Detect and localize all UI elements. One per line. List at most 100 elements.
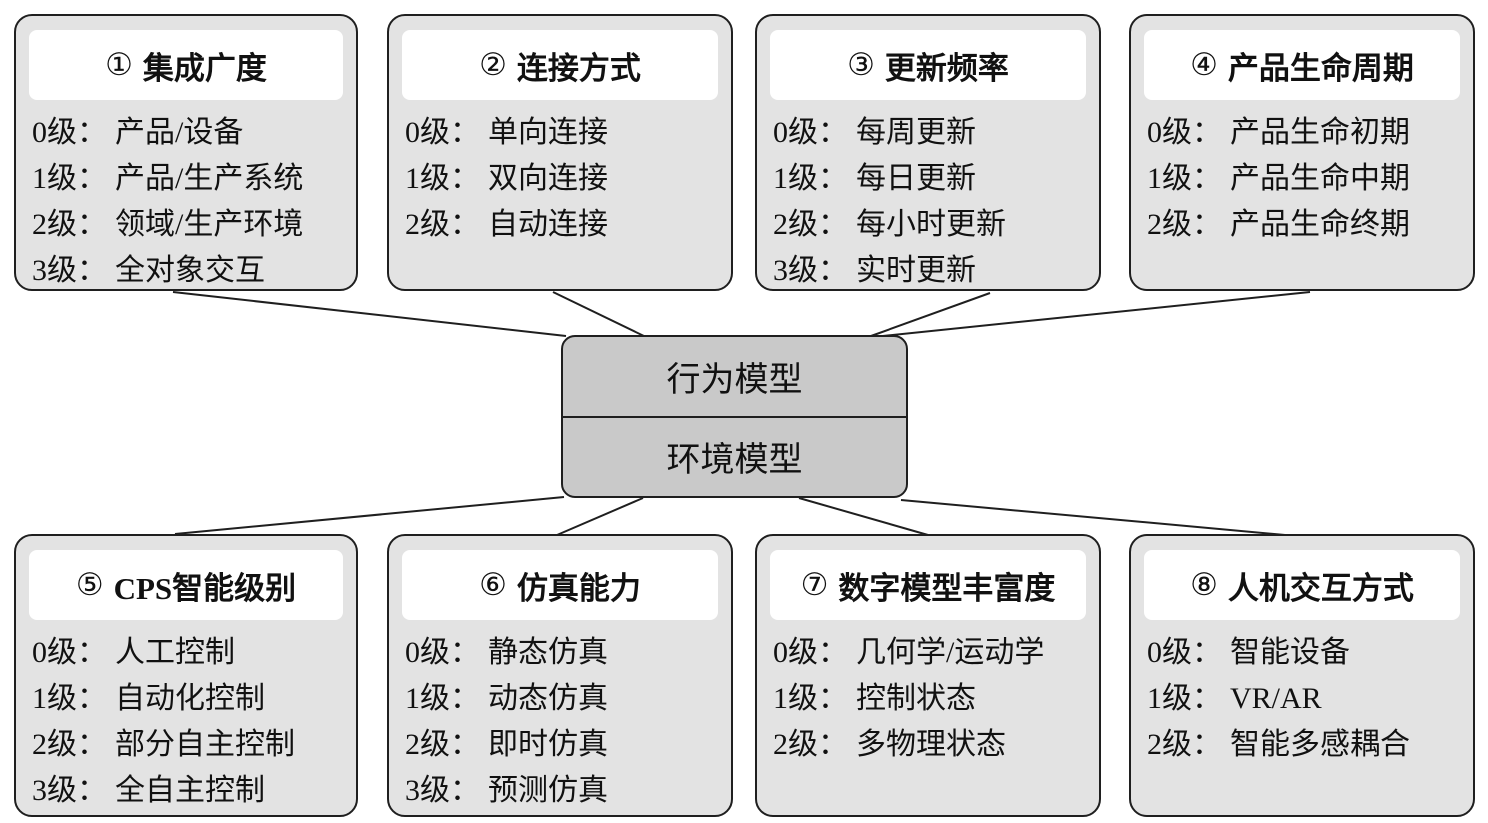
level-text: 静态仿真 — [488, 636, 608, 669]
level-row: 1级： 动态仿真 — [405, 676, 725, 722]
level-text: 产品/生产系统 — [115, 162, 304, 195]
behavior-model-label: 行为模型 — [666, 361, 803, 399]
level-text: 自动连接 — [488, 208, 608, 241]
level-row: 0级： 人工控制 — [32, 630, 350, 676]
level-label: 3级： — [32, 254, 107, 287]
level-text: 几何学/运动学 — [856, 636, 1045, 669]
level-row: 1级： 控制状态 — [773, 676, 1093, 722]
dimension-header: ④ 产品生命周期 — [1144, 30, 1460, 100]
circled-number-icon: ⑧ — [1190, 567, 1218, 602]
connector-line-3 — [870, 292, 991, 337]
level-label: 1级： — [32, 162, 107, 195]
center-model-box: 行为模型 环境模型 — [561, 335, 908, 498]
dimension-box-product-lifecycle: ④ 产品生命周期 0级： 产品生命初期 1级： 产品生命中期 2级： 产品生命终… — [1129, 14, 1475, 291]
level-label: 1级： — [405, 162, 480, 195]
level-row: 2级： 即时仿真 — [405, 722, 725, 768]
level-label: 2级： — [32, 728, 107, 761]
dimension-title: 集成广度 — [142, 50, 267, 86]
level-row: 1级： 双向连接 — [405, 156, 725, 202]
level-row: 0级： 单向连接 — [405, 110, 725, 156]
dimension-box-integration-breadth: ① 集成广度 0级： 产品/设备 1级： 产品/生产系统 2级： 领域/生产环境… — [14, 14, 358, 291]
connector-line-7 — [798, 497, 929, 536]
level-label: 2级： — [1147, 208, 1222, 241]
level-list: 0级： 产品生命初期 1级： 产品生命中期 2级： 产品生命终期 — [1131, 100, 1473, 248]
circled-number-icon: ② — [479, 47, 507, 82]
level-row: 0级： 产品/设备 — [32, 110, 350, 156]
level-text: 自动化控制 — [115, 682, 265, 715]
connector-line-1 — [172, 291, 567, 337]
connector-line-2 — [552, 291, 647, 338]
level-row: 3级： 全对象交互 — [32, 248, 350, 294]
dimension-header: ③ 更新频率 — [770, 30, 1086, 100]
level-row: 2级： 领域/生产环境 — [32, 202, 350, 248]
level-row: 3级： 全自主控制 — [32, 768, 350, 814]
level-row: 2级： 智能多感耦合 — [1147, 722, 1467, 768]
level-label: 0级： — [1147, 636, 1222, 669]
level-label: 0级： — [1147, 116, 1222, 149]
level-label: 2级： — [32, 208, 107, 241]
level-text: 每日更新 — [856, 162, 976, 195]
level-row: 2级： 产品生命终期 — [1147, 202, 1467, 248]
level-text: 动态仿真 — [488, 682, 608, 715]
level-label: 2级： — [405, 728, 480, 761]
level-text: 全对象交互 — [115, 254, 265, 287]
level-text: 领域/生产环境 — [115, 208, 304, 241]
dimension-box-simulation-capability: ⑥ 仿真能力 0级： 静态仿真 1级： 动态仿真 2级： 即时仿真 3级： 预测… — [387, 534, 733, 817]
dimension-header: ⑧ 人机交互方式 — [1144, 550, 1460, 620]
dimension-box-connection-mode: ② 连接方式 0级： 单向连接 1级： 双向连接 2级： 自动连接 — [387, 14, 733, 291]
dimension-header: ⑥ 仿真能力 — [402, 550, 718, 620]
connector-line-6 — [556, 497, 644, 536]
level-row: 1级： 产品生命中期 — [1147, 156, 1467, 202]
level-row: 1级： 每日更新 — [773, 156, 1093, 202]
level-label: 0级： — [32, 636, 107, 669]
dimension-title: 人机交互方式 — [1227, 570, 1414, 606]
level-text: 即时仿真 — [488, 728, 608, 761]
connector-line-8 — [900, 499, 1286, 536]
level-text: 多物理状态 — [856, 728, 1006, 761]
dimension-title: CPS智能级别 — [113, 570, 297, 606]
circled-number-icon: ⑥ — [479, 567, 507, 602]
level-text: 产品/设备 — [115, 116, 244, 149]
level-label: 3级： — [405, 774, 480, 807]
dimension-header: ⑤ CPS智能级别 — [29, 550, 343, 620]
level-row: 3级： 实时更新 — [773, 248, 1093, 294]
level-text: 产品生命终期 — [1230, 208, 1410, 241]
level-row: 0级： 静态仿真 — [405, 630, 725, 676]
level-row: 0级： 智能设备 — [1147, 630, 1467, 676]
level-label: 1级： — [773, 162, 848, 195]
level-row: 3级： 预测仿真 — [405, 768, 725, 814]
circled-number-icon: ⑤ — [75, 567, 104, 602]
level-label: 3级： — [773, 254, 848, 287]
level-label: 0级： — [32, 116, 107, 149]
level-text: 全自主控制 — [115, 774, 265, 807]
level-text: 每周更新 — [856, 116, 976, 149]
dimension-box-digital-model-richness: ⑦ 数字模型丰富度 0级： 几何学/运动学 1级： 控制状态 2级： 多物理状态 — [755, 534, 1101, 817]
circled-number-icon: ④ — [1190, 47, 1218, 82]
level-list: 0级： 人工控制 1级： 自动化控制 2级： 部分自主控制 3级： 全自主控制 — [16, 620, 356, 814]
level-text: 智能多感耦合 — [1230, 728, 1410, 761]
level-list: 0级： 单向连接 1级： 双向连接 2级： 自动连接 — [389, 100, 731, 248]
level-label: 1级： — [773, 682, 848, 715]
dimension-box-update-frequency: ③ 更新频率 0级： 每周更新 1级： 每日更新 2级： 每小时更新 3级： 实… — [755, 14, 1101, 291]
circled-number-icon: ① — [105, 47, 133, 82]
dimension-box-human-machine-interaction: ⑧ 人机交互方式 0级： 智能设备 1级： VR/AR 2级： 智能多感耦合 — [1129, 534, 1475, 817]
level-label: 0级： — [405, 636, 480, 669]
level-list: 0级： 产品/设备 1级： 产品/生产系统 2级： 领域/生产环境 3级： 全对… — [16, 100, 356, 294]
circled-number-icon: ⑦ — [800, 567, 829, 602]
dimension-title: 更新频率 — [884, 50, 1009, 86]
dimension-title: 仿真能力 — [516, 570, 641, 606]
level-label: 0级： — [773, 636, 848, 669]
level-text: 智能设备 — [1230, 636, 1350, 669]
dimension-title: 连接方式 — [516, 50, 641, 86]
dimension-box-cps-intelligence-level: ⑤ CPS智能级别 0级： 人工控制 1级： 自动化控制 2级： 部分自主控制 … — [14, 534, 358, 817]
level-row: 0级： 几何学/运动学 — [773, 630, 1093, 676]
level-label: 2级： — [773, 208, 848, 241]
level-list: 0级： 静态仿真 1级： 动态仿真 2级： 即时仿真 3级： 预测仿真 — [389, 620, 731, 814]
level-text: 产品生命中期 — [1230, 162, 1410, 195]
level-text: VR/AR — [1230, 682, 1322, 715]
level-label: 0级： — [773, 116, 848, 149]
level-label: 2级： — [773, 728, 848, 761]
dimension-title: 产品生命周期 — [1227, 50, 1414, 86]
environment-model-label: 环境模型 — [666, 442, 803, 480]
